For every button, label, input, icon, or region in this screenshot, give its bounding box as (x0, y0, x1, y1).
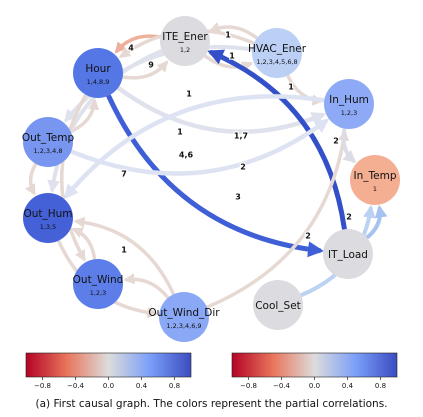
node-name: IT_Load (328, 249, 368, 261)
edge-label-hour-to-ite-ener: 4 (128, 44, 134, 53)
node-lags: 1,4,8,9 (87, 78, 110, 86)
node-out-wind-dir: Out_Wind_Dir 1,2,3,4,6,9 (148, 292, 220, 342)
node-circle (23, 117, 73, 167)
node-lags: 1,2,3 (341, 109, 358, 117)
edge-hour-to-ite-ener (121, 60, 169, 80)
colorbar-2: −0.8 −0.4 0.0 0.4 0.8 (231, 352, 398, 390)
colorbars: −0.8 −0.4 0.0 0.4 0.8 −0.8 −0.4 0.0 0.4 0.8 (25, 352, 398, 390)
node-name: Hour (85, 63, 111, 75)
node-circle (350, 155, 400, 205)
node-lags: 1,2,3,4,5,6,8 (256, 58, 297, 66)
node-name: Cool_Set (255, 300, 301, 312)
edge-out-temp-to-out-hum (25, 162, 38, 196)
colorbar-tick-label: 0.0 (103, 382, 114, 390)
edge-label-ite-ener-to-out-hum: 4,6 (179, 151, 194, 160)
edge-out-wind-dir-to-out-hum (73, 216, 175, 296)
edge-it-load-to-in-temp (365, 204, 388, 239)
edge-hour-to-out-wind (59, 93, 88, 262)
edge-hour-to-it-load (106, 94, 324, 258)
colorbar-tick-label: −0.4 (273, 382, 291, 390)
node-name: Out_Hum (23, 208, 72, 220)
node-cool-set: Cool_Set (253, 280, 303, 330)
node-name: HVAC_Ener (248, 43, 307, 55)
node-circle (324, 79, 374, 129)
edge-label-ite-ener-to-hvac-ener: 1 (225, 31, 231, 40)
node-circle (160, 16, 210, 66)
node-circle (252, 28, 302, 78)
edge-label-hour-to-out-wind: 7 (121, 170, 127, 179)
edge-label-in-hum-to-in-temp: 2 (333, 137, 339, 146)
node-circle (73, 259, 123, 309)
node-out-hum: Out_Hum 1,3,5 (23, 193, 73, 243)
node-circle (253, 280, 303, 330)
edge-out-wind-dir-to-out-wind (123, 273, 170, 299)
colorbar-tick-label: 0.8 (375, 382, 386, 390)
node-name: Out_Wind (73, 274, 124, 286)
colorbar-tick-label: −0.8 (34, 382, 51, 390)
node-circle (73, 48, 123, 98)
edge-label-hour-to-in-hum: 1 (186, 90, 192, 99)
colorbar-tick-label: 0.8 (169, 382, 180, 390)
edge-out-temp-to-in-hum (69, 118, 330, 176)
node-out-wind: Out_Wind 1,2,3 (73, 259, 124, 309)
edge-label-it-load-to-in-temp: 2 (346, 213, 352, 222)
node-lags: 1 (373, 185, 377, 193)
edge-label-hvac-ener-to-ite-ener: 1 (229, 52, 235, 61)
node-lags: 1,3,5 (40, 223, 57, 231)
colorbar-tick-label: 0.4 (342, 382, 354, 390)
edge-in-hum-to-in-temp (341, 127, 357, 164)
edge-out-wind-to-out-hum (71, 227, 97, 260)
edge-label-hvac-ener-to-out-temp: 1 (177, 128, 183, 137)
node-name: ITE_Ener (162, 31, 208, 43)
edge-ite-ener-to-out-hum (47, 49, 164, 194)
colorbar-gradient (231, 352, 398, 378)
edge-label-hvac-ener-to-in-hum: 1 (288, 83, 294, 92)
colorbar-tick-label: 0.0 (309, 382, 320, 390)
figure-caption: (a) First causal graph. The colors repre… (35, 398, 388, 410)
edge-it-load-to-ite-ener (207, 49, 347, 231)
edge-label-it-load-to-ite-ener: 2 (240, 163, 246, 172)
edge-label-hour-to-it-load: 1,7 (234, 132, 248, 141)
edge-label-ite-ener-to-hour: 9 (148, 61, 154, 70)
edge-label-cool-set-to-in-temp: 2 (305, 232, 311, 241)
node-in-hum: In_Hum 1,2,3 (324, 79, 374, 129)
colorbar-gradient (25, 352, 192, 378)
node-circle (23, 193, 73, 243)
node-circle (159, 292, 209, 342)
node-name: Out_Temp (22, 132, 75, 144)
node-lags: 1,2,3,4,6,9 (166, 322, 201, 330)
node-hvac-ener: HVAC_Ener 1,2,3,4,5,6,8 (248, 28, 307, 78)
node-name: In_Hum (329, 94, 369, 106)
node-out-temp: Out_Temp 1,2,3,4,8 (22, 117, 75, 167)
node-in-temp: In_Temp 1 (350, 155, 400, 205)
colorbar-tick-label: −0.4 (67, 382, 85, 390)
edge-out-temp-to-hour (69, 98, 100, 133)
edge-label-out-hum-to-out-wind-dir: 1 (121, 246, 127, 255)
colorbar-tick-label: −0.8 (240, 382, 257, 390)
edge-in-hum-to-out-hum (63, 94, 326, 200)
node-circle (323, 229, 373, 279)
node-lags: 1,2 (180, 46, 190, 54)
node-name: In_Temp (354, 170, 397, 182)
node-hour: Hour 1,4,8,9 (73, 48, 123, 98)
colorbar-tick-label: 0.4 (136, 382, 148, 390)
edge-hvac-ener-to-ite-ener (208, 22, 258, 40)
edge-hour-to-in-hum (116, 86, 327, 135)
edge-label-out-wind-dir-to-in-hum: 3 (235, 193, 241, 202)
node-lags: 1,2,3,4,8 (34, 147, 63, 155)
node-it-load: IT_Load (323, 229, 373, 279)
edge-out-wind-dir-to-in-hum (206, 129, 350, 309)
node-lags: 1,2,3 (90, 289, 107, 297)
node-ite-ener: ITE_Ener 1,2 (160, 16, 210, 66)
colorbar-1: −0.8 −0.4 0.0 0.4 0.8 (25, 352, 192, 390)
node-name: Out_Wind_Dir (148, 307, 220, 319)
